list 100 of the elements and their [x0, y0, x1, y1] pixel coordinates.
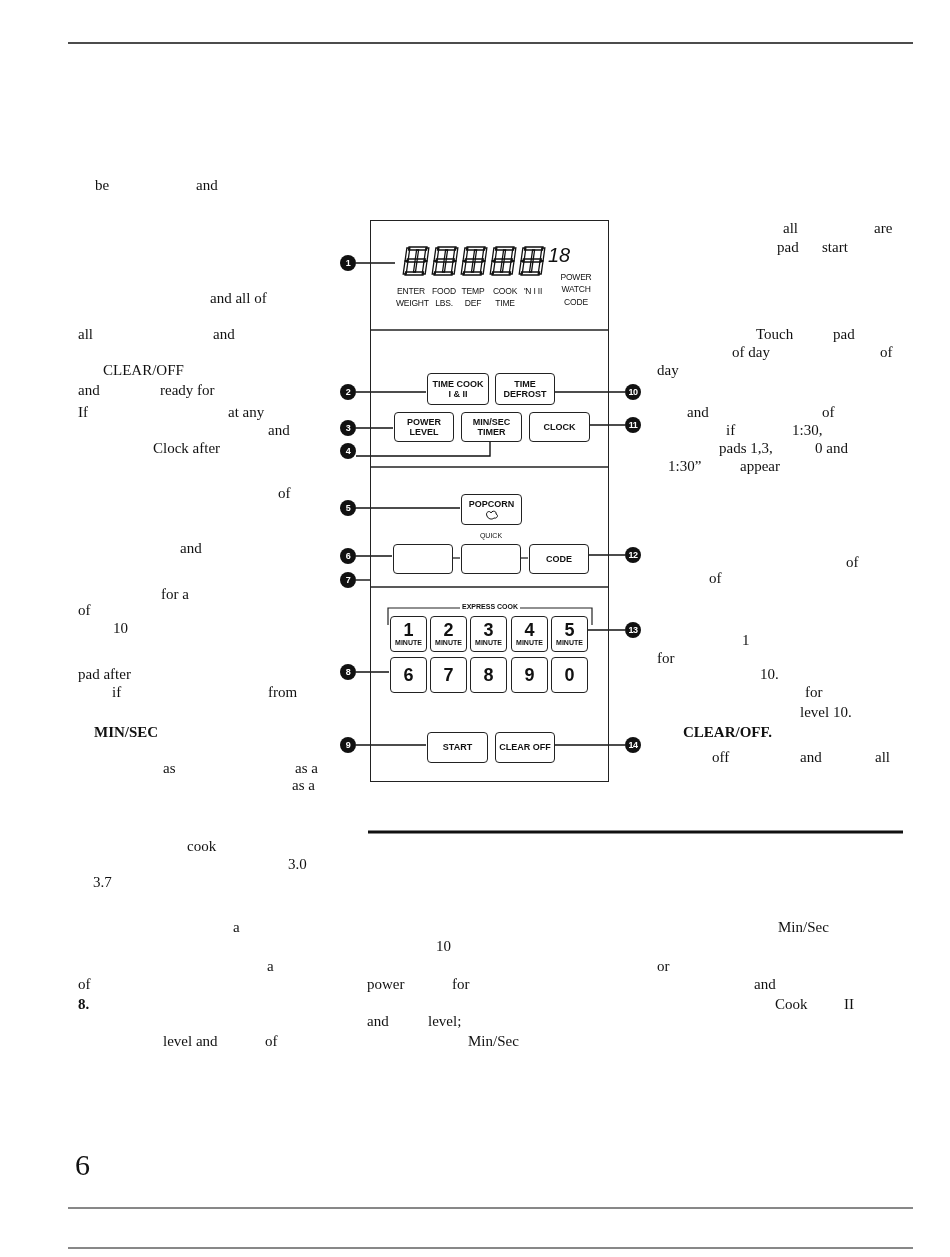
- body-text: all: [78, 327, 93, 342]
- leader-line: [553, 391, 626, 393]
- body-text: of: [265, 1034, 278, 1049]
- body-text: Min/Sec: [778, 920, 829, 935]
- body-text: and: [196, 178, 218, 193]
- body-text: a: [233, 920, 240, 935]
- body-text: Cook: [775, 997, 808, 1012]
- body-text: level;: [428, 1014, 462, 1029]
- body-text: level and: [163, 1034, 218, 1049]
- callout-number: 3: [340, 420, 356, 436]
- body-text: of: [278, 486, 291, 501]
- leader-line: [355, 555, 393, 557]
- body-text: as a: [292, 778, 315, 793]
- leader-line: [588, 424, 626, 426]
- display-label: POWER WATCH CODE: [559, 271, 593, 308]
- body-text: 10.: [760, 667, 779, 682]
- body-text: power: [367, 977, 405, 992]
- body-text: of: [822, 405, 835, 420]
- body-text: and: [687, 405, 709, 420]
- body-text: as a: [295, 761, 318, 776]
- body-text: and: [800, 750, 822, 765]
- body-text: if: [112, 685, 122, 700]
- leader-line: [355, 744, 427, 746]
- body-text: pad: [777, 240, 799, 255]
- body-text: and: [78, 383, 100, 398]
- body-text: or: [657, 959, 670, 974]
- leader-line: [355, 671, 390, 673]
- key-pad: 9: [511, 657, 548, 693]
- body-text: 10: [113, 621, 128, 636]
- body-text: If: [78, 405, 88, 420]
- callout-number: 1: [340, 255, 356, 271]
- callout-number: 14: [625, 737, 641, 753]
- key-pad: POWER LEVEL: [394, 412, 454, 442]
- body-text: 8.: [78, 997, 90, 1012]
- body-text: of: [709, 571, 722, 586]
- callout-number: 10: [625, 384, 641, 400]
- body-text: pad after: [78, 667, 131, 682]
- key-pad: MIN/SEC TIMER: [461, 412, 522, 442]
- body-text: day: [657, 363, 679, 378]
- display-digit: 18: [548, 245, 570, 265]
- body-text: of: [78, 977, 91, 992]
- body-text: level 10.: [800, 705, 852, 720]
- body-text: of: [880, 345, 893, 360]
- body-text: appear: [740, 459, 780, 474]
- body-text: 1: [742, 633, 750, 648]
- key-pad: TIME DEFROST: [495, 373, 555, 405]
- body-text: 1:30”: [668, 459, 702, 474]
- body-text: 3.0: [288, 857, 307, 872]
- leader-line: [355, 262, 396, 264]
- body-text: ready for: [160, 383, 215, 398]
- body-text: be: [95, 178, 110, 193]
- body-text: a: [267, 959, 274, 974]
- body-text: 0 and: [815, 441, 848, 456]
- leader-line: [355, 440, 491, 457]
- display-label: TEMP DEF: [460, 285, 486, 310]
- body-text: and: [180, 541, 202, 556]
- display-label: 'N I II: [522, 285, 544, 298]
- key-pad: POPCORN: [461, 494, 522, 525]
- display-label: COOK TIME: [491, 285, 519, 310]
- body-text: and: [213, 327, 235, 342]
- key-pad: CODE: [529, 544, 589, 574]
- key-pad: 6: [390, 657, 427, 693]
- key-pad: CLOCK: [529, 412, 590, 442]
- body-text: off: [712, 750, 730, 765]
- body-text: for: [805, 685, 823, 700]
- key-pad: TIME COOK I & II: [427, 373, 489, 405]
- body-text: 3.7: [93, 875, 112, 890]
- body-text: and: [754, 977, 776, 992]
- callout-number: 7: [340, 572, 356, 588]
- body-text: 1:30,: [792, 423, 823, 438]
- leader-line: [355, 427, 394, 429]
- body-text: and all of: [210, 291, 267, 306]
- body-text: from: [268, 685, 298, 700]
- body-text: Min/Sec: [468, 1034, 519, 1049]
- body-text: cook: [187, 839, 217, 854]
- body-text: for: [657, 651, 675, 666]
- body-text: 10: [436, 939, 451, 954]
- body-text: if: [726, 423, 736, 438]
- display-label: FOOD LBS.: [431, 285, 457, 310]
- body-text: Touch: [756, 327, 794, 342]
- key-pad: CLEAR OFF: [495, 732, 555, 763]
- leader-line: [553, 744, 626, 746]
- body-text: CLEAR/OFF: [103, 363, 184, 378]
- body-text: start: [822, 240, 848, 255]
- callout-number: 12: [625, 547, 641, 563]
- body-text: and: [367, 1014, 389, 1029]
- callout-number: 8: [340, 664, 356, 680]
- body-text: for: [452, 977, 470, 992]
- leader-line: [355, 579, 371, 581]
- key-pad: 7: [430, 657, 467, 693]
- body-text: at any: [228, 405, 265, 420]
- key-pad: 0: [551, 657, 588, 693]
- body-text: pad: [833, 327, 855, 342]
- body-text: of: [846, 555, 859, 570]
- body-text: of day: [732, 345, 770, 360]
- leader-line: [355, 507, 461, 509]
- leader-line: [586, 629, 626, 631]
- key-pad: [393, 544, 453, 574]
- body-text: all: [875, 750, 890, 765]
- body-text: Clock after: [153, 441, 221, 456]
